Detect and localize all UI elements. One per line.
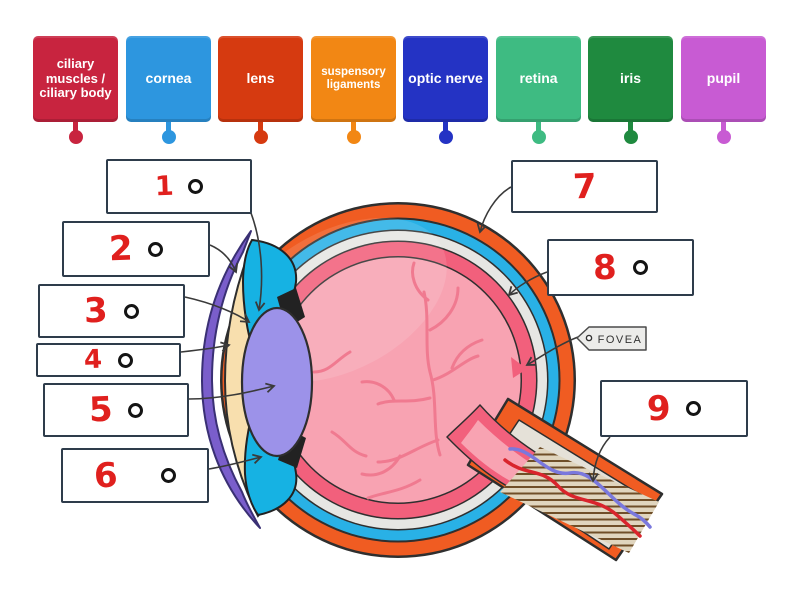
eyeball-layers [220, 202, 576, 558]
slot-number: 1 [154, 170, 175, 203]
answer-dot[interactable] [128, 402, 144, 418]
word-tile-face[interactable]: pupil [681, 36, 766, 122]
word-tile-lens[interactable]: lens [218, 36, 303, 144]
word-tile-suspensory-ligaments[interactable]: suspensory ligaments [311, 36, 396, 144]
fovea-tag: FOVEA [576, 326, 647, 351]
connector-slot-6 [208, 453, 263, 470]
answer-dot[interactable] [632, 260, 648, 275]
slot-number: 2 [107, 228, 134, 270]
connector-slot-2 [209, 244, 239, 274]
answer-box-5[interactable]: 5 [43, 383, 189, 437]
answer-dot[interactable] [161, 468, 177, 483]
word-tile-label: cornea [145, 70, 192, 87]
tile-pin-ball [716, 130, 731, 144]
word-tile-face[interactable]: iris [588, 36, 673, 122]
word-tile-label: lens [246, 70, 275, 87]
answer-dot[interactable] [118, 352, 134, 368]
word-tile-label: iris [619, 70, 641, 87]
central-vein [508, 447, 652, 529]
tile-pin-stem [536, 122, 541, 131]
answer-dot[interactable] [123, 303, 139, 319]
slot-number: 9 [645, 388, 672, 429]
tile-pin-stem [443, 122, 448, 131]
word-tile-label: ciliary muscles / ciliary body [39, 56, 112, 101]
slot-number: 5 [87, 389, 114, 431]
tile-pin-stem [721, 122, 726, 131]
answer-box-2[interactable]: 2 [62, 221, 210, 277]
answer-box-3[interactable]: 3 [38, 284, 185, 338]
word-tile-label: pupil [706, 70, 741, 87]
word-tile-face[interactable]: optic nerve [403, 36, 488, 122]
fovea-notch [511, 357, 527, 378]
answer-box-9[interactable]: 9 [600, 380, 748, 437]
word-tile-face[interactable]: ciliary muscles / ciliary body [33, 36, 118, 122]
connector-slot-5 [188, 382, 276, 400]
fovea-tag-label: FOVEA [598, 334, 643, 346]
word-tile-label: retina [519, 70, 558, 87]
tile-pin-ball [531, 130, 546, 144]
word-tile-iris[interactable]: iris [588, 36, 673, 144]
connector-slot-8 [507, 271, 548, 297]
connector-slot-7 [476, 186, 512, 234]
answer-dot[interactable] [187, 179, 203, 194]
fovea-tag-hole [585, 334, 593, 342]
connector-slot-1 [250, 212, 266, 312]
tile-pin-ball [438, 130, 453, 144]
answer-box-6[interactable]: 6 [61, 448, 209, 503]
tile-pin-stem [73, 122, 78, 131]
connector-slot-3 [184, 296, 251, 324]
word-tile-label: suspensory ligaments [321, 66, 386, 91]
tile-pin-ball [253, 130, 268, 144]
word-tile-cornea[interactable]: cornea [126, 36, 211, 144]
tile-pin-stem [258, 122, 263, 131]
connector-fovea [525, 336, 579, 366]
word-tile-pupil[interactable]: pupil [681, 36, 766, 144]
slot-number: 4 [83, 344, 103, 376]
word-tile-retina[interactable]: retina [496, 36, 581, 144]
tile-pin-stem [166, 122, 171, 131]
word-tile-face[interactable]: suspensory ligaments [311, 36, 396, 122]
slot-number: 8 [592, 247, 618, 288]
word-tile-ciliary-muscles[interactable]: ciliary muscles / ciliary body [33, 36, 118, 144]
answer-box-1[interactable]: 1 [106, 159, 252, 214]
word-tile-optic-nerve[interactable]: optic nerve [403, 36, 488, 144]
answer-dot[interactable] [686, 401, 702, 416]
tile-pin-ball [623, 130, 638, 144]
tile-pin-stem [628, 122, 633, 131]
tile-pin-ball [346, 130, 361, 144]
word-tile-face[interactable]: cornea [126, 36, 211, 122]
central-artery [503, 458, 642, 538]
word-tile-label: optic nerve [408, 70, 483, 87]
connector-slot-9 [588, 436, 611, 483]
word-tile-face[interactable]: lens [218, 36, 303, 122]
answer-box-7[interactable]: 7 [511, 160, 658, 213]
tile-pin-ball [161, 130, 176, 144]
answer-box-8[interactable]: 8 [547, 239, 694, 296]
lens-shape [240, 306, 314, 458]
connector-slot-4 [180, 341, 231, 353]
slot-number: 6 [92, 455, 119, 496]
optic-nerve [446, 397, 664, 562]
tile-pin-ball [68, 130, 83, 144]
slot-number: 7 [571, 166, 598, 207]
answer-box-4[interactable]: 4 [36, 343, 181, 377]
slot-number: 3 [83, 290, 109, 332]
word-tile-face[interactable]: retina [496, 36, 581, 122]
answer-dot[interactable] [148, 241, 164, 257]
connector-lines [180, 186, 611, 483]
tile-pin-stem [351, 122, 356, 131]
